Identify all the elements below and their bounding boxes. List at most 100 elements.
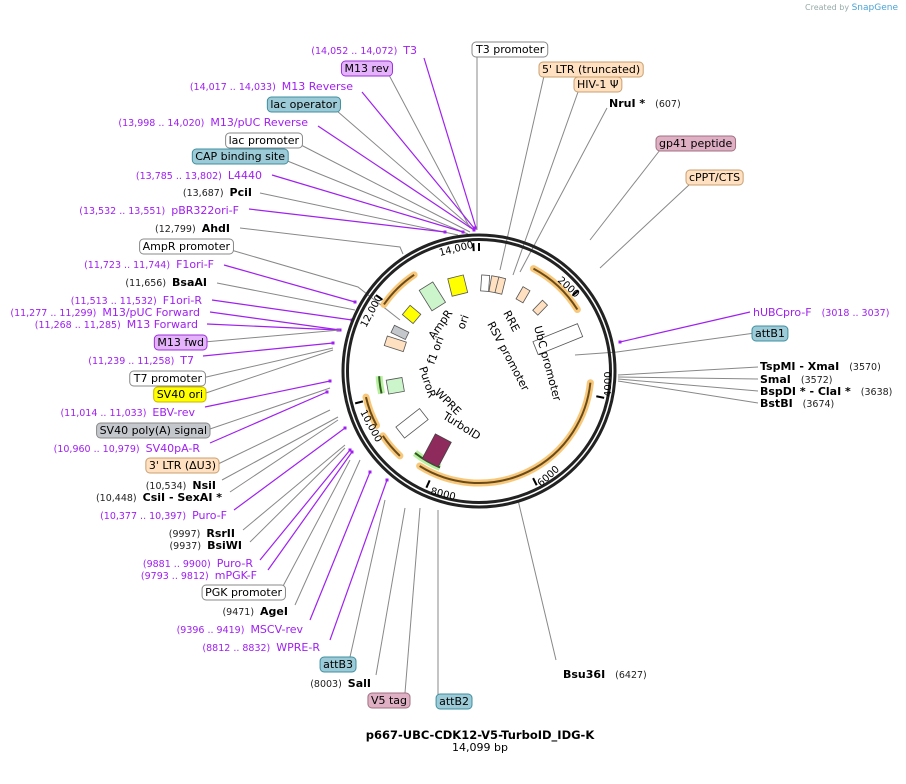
ltr3-block (383, 335, 407, 353)
orange-feature-arc-line (532, 267, 579, 311)
label-ampr: AmpR (426, 307, 456, 342)
turboid-arrow (421, 433, 452, 468)
primer-label: (10,960 .. 10,979)SV40pA-R (54, 442, 201, 455)
primer-m13-reverse[interactable]: (14,017 .. 14,033)M13 Reverse (190, 80, 353, 93)
feature-hiv-1[interactable]: HIV-1 Ψ (573, 76, 623, 93)
name: Puro-F (192, 509, 227, 522)
site-tspmi-xmai[interactable]: TspMI - XmaI(3570) (760, 360, 881, 373)
primer-f1ori-r[interactable]: (11,513 .. 11,532)F1ori-R (71, 294, 203, 307)
site-bsiwi[interactable]: (9937)BsiWI (169, 539, 242, 552)
site-pcii[interactable]: (13,687)PciI (183, 186, 252, 199)
feature-lac-promoter[interactable]: lac promoter (225, 132, 303, 149)
primer-mscv-rev[interactable]: (9396 .. 9419)MSCV-rev (177, 623, 304, 636)
feature-pgk-promoter[interactable]: PGK promoter (201, 584, 286, 601)
primer-m13-forward[interactable]: (11,268 .. 11,285)M13 Forward (35, 318, 198, 331)
feature-cap-binding-site[interactable]: CAP binding site (191, 148, 289, 165)
feature-box (685, 169, 744, 186)
position-range: (13,998 .. 14,020) (118, 118, 204, 129)
name: EBV-rev (152, 406, 195, 419)
feature-sv40-ori[interactable]: SV40 ori (153, 386, 207, 403)
primer-m13-puc-reverse[interactable]: (13,998 .. 14,020)M13/pUC Reverse (118, 116, 308, 129)
site-agei[interactable]: (9471)AgeI (222, 605, 288, 618)
feature-attb2[interactable]: attB2 (435, 693, 473, 710)
leader-line (202, 349, 334, 395)
site-nsii[interactable]: (10,534)NsiI (146, 479, 216, 492)
primer-label: (11,239 .. 11,258)T7 (88, 354, 194, 367)
leader-line (267, 451, 353, 571)
site-rsrii[interactable]: (9997)RsrII (169, 527, 235, 540)
position-range: (3638) (861, 387, 893, 398)
feature-v5-tag[interactable]: V5 tag (367, 692, 411, 709)
feature-sv40-poly-a-signal[interactable]: SV40 poly(A) signal (96, 422, 211, 439)
primer-t7[interactable]: (11,239 .. 11,258)T7 (88, 354, 194, 367)
name: PciI (230, 186, 252, 199)
primer-wpre-r[interactable]: (8812 .. 8832)WPRE-R (202, 641, 320, 654)
primer-sv40pa-r[interactable]: (10,960 .. 10,979)SV40pA-R (54, 442, 201, 455)
feature-ampr-promoter[interactable]: AmpR promoter (139, 238, 234, 255)
site-bsu36i[interactable]: Bsu36I(6427) (563, 668, 647, 681)
position-range: (9793 .. 9812) (141, 571, 209, 582)
primer-puro-f[interactable]: (10,377 .. 10,397) Puro-F (100, 509, 227, 522)
site-bstbi[interactable]: BstBI(3674) (760, 397, 834, 410)
leader-line (336, 110, 473, 229)
primer-label: (13,998 .. 14,020)M13/pUC Reverse (118, 116, 308, 129)
feature-label: 5' LTR (truncated) (542, 63, 640, 76)
feature-attb1[interactable]: attB1 (751, 325, 789, 342)
leader-line (202, 342, 334, 357)
site-bsaai[interactable]: (11,656)BsaAI (125, 276, 207, 289)
credit: Created by SnapGene (805, 3, 898, 13)
leader-line (204, 380, 331, 408)
feature-box (145, 457, 220, 474)
feature-gp41-peptide[interactable]: gp41 peptide (655, 135, 737, 152)
position-range: (11,239 .. 11,258) (88, 356, 174, 367)
site-sali[interactable]: (8003)SalI (310, 677, 371, 690)
orange-feature-arc-line (383, 274, 415, 306)
primer-l4440[interactable]: (13,785 .. 13,802)L4440 (136, 169, 262, 182)
position-range: (14,052 .. 14,072) (311, 46, 397, 57)
primer-label: (8812 .. 8832)WPRE-R (202, 641, 320, 654)
feature-label: T7 promoter (133, 372, 203, 385)
primer-ebv-rev[interactable]: (11,014 .. 11,033)EBV-rev (60, 406, 195, 419)
site-csii-sexai[interactable]: (10,448)CsiI - SexAI * (96, 491, 222, 504)
leader-line (589, 149, 661, 241)
site-ahdi[interactable]: (12,799)AhdI (155, 222, 230, 235)
site-bspdi-clai[interactable]: BspDI * - ClaI *(3638) (760, 385, 892, 398)
ubc-promoter-arrow (532, 323, 584, 356)
primer-pbr322ori-f[interactable]: (13,532 .. 13,551)pBR322ori-F (79, 204, 239, 217)
feature-label: M13 fwd (157, 336, 204, 349)
feature-m13-rev[interactable]: M13 rev (340, 60, 393, 77)
feature-cppt-cts[interactable]: cPPT/CTS (685, 169, 744, 186)
feature-5-ltr-truncated[interactable]: 5' LTR (truncated) (538, 61, 644, 78)
feature-box (201, 584, 286, 601)
primer-puro-r[interactable]: (9881 .. 9900)Puro-R (143, 557, 253, 570)
name: NsiI (192, 479, 216, 492)
plasmid-length: 14,099 bp (452, 741, 508, 754)
position-range: (14,017 .. 14,033) (190, 82, 276, 93)
feature-t7-promoter[interactable]: T7 promoter (129, 370, 206, 387)
position-range: (10,377 .. 10,397) (100, 511, 186, 522)
primer-mpgk-f[interactable]: (9793 .. 9812)mPGK-F (141, 569, 257, 582)
primer-t3[interactable]: (14,052 .. 14,072)T3 (311, 44, 417, 57)
site-label: Bsu36I(6427) (563, 668, 647, 681)
feature-lac-operator[interactable]: lac operator (266, 96, 341, 113)
feature-label: gp41 peptide (659, 137, 733, 150)
primer-mark (618, 340, 622, 344)
site-nrui[interactable]: NruI *(607) (609, 97, 681, 110)
f1-ori-arrow (401, 304, 422, 325)
name: WPRE-R (276, 641, 320, 654)
site-smai[interactable]: SmaI(3572) (760, 373, 833, 386)
primer-f1ori-f[interactable]: (11,723 .. 11,744)F1ori-F (84, 258, 214, 271)
feature-t3-promoter[interactable]: T3 promoter (471, 41, 549, 58)
feature-3-ltr-u3[interactable]: 3' LTR (ΔU3) (145, 457, 220, 474)
feature-m13-fwd[interactable]: M13 fwd (153, 334, 208, 351)
leader-line (230, 249, 401, 321)
primer-m13-puc-forward[interactable]: (11,277 .. 11,299)M13/pUC Forward (10, 306, 200, 319)
tick-mark (375, 294, 384, 301)
feature-label: AmpR promoter (143, 240, 231, 253)
primer-hubcpro-f[interactable]: hUBCpro-F(3018 .. 3037) (753, 306, 889, 319)
primer-label: (13,532 .. 13,551)pBR322ori-F (79, 204, 239, 217)
feature-attb3[interactable]: attB3 (319, 656, 357, 673)
position-range: (3570) (849, 362, 881, 373)
leader-line (298, 143, 471, 233)
